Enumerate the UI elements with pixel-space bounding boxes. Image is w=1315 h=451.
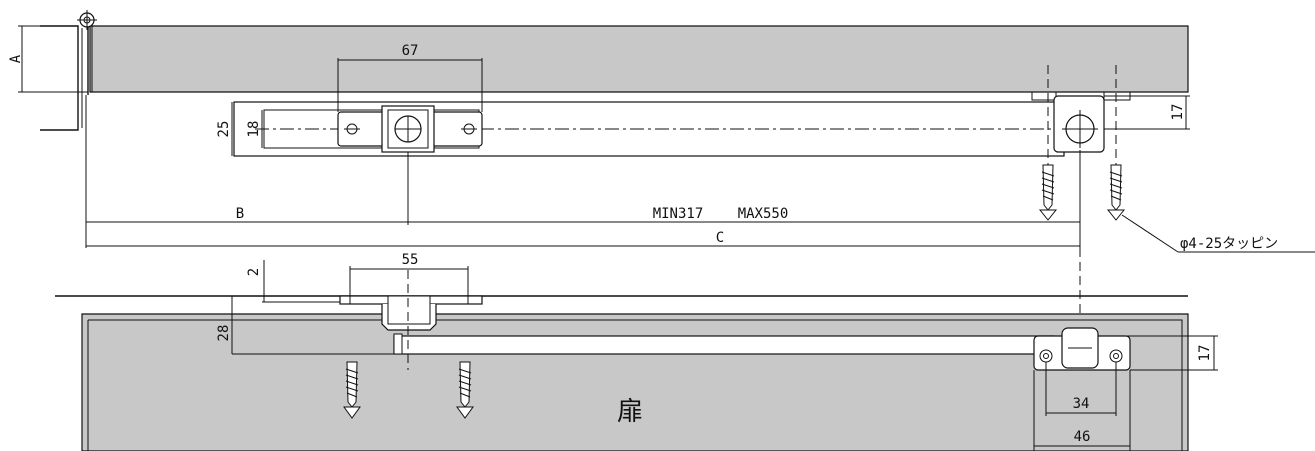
dim-46-label: 46 <box>1074 429 1091 445</box>
dim-a-label: A <box>8 54 24 63</box>
dim-34-label: 34 <box>1073 396 1090 412</box>
screw-icon <box>1106 164 1126 221</box>
bottom-bracket <box>339 295 483 331</box>
screw-spec-label: φ4-25タッピン <box>1180 236 1278 252</box>
right-end-fitting <box>1031 92 1131 153</box>
door-panel <box>81 313 1189 451</box>
dim-min-label: MIN317 <box>653 206 704 222</box>
dim-max-label: MAX550 <box>738 206 789 222</box>
dim-c-label: C <box>716 230 724 246</box>
door-edge-profile <box>40 25 79 131</box>
mounting-bracket <box>337 105 483 153</box>
dim-25-label: 25 <box>216 121 232 138</box>
bottom-view: 扉 2 55 28 <box>55 252 1218 451</box>
door-label: 扉 <box>617 397 643 427</box>
dim-55-label: 55 <box>402 252 419 268</box>
dim-17-top-label: 17 <box>1170 104 1186 121</box>
screw-icon <box>456 361 474 419</box>
dim-28-label: 28 <box>216 325 232 342</box>
dim-b-label: B <box>236 206 244 222</box>
screw-icon <box>1038 164 1058 221</box>
bottom-arm-bar <box>393 335 1055 355</box>
dim-2-label: 2 <box>246 268 262 276</box>
top-view: A 67 25 18 <box>8 10 1315 345</box>
dim-17-bottom-label: 17 <box>1197 345 1213 362</box>
dim-18-label: 18 <box>246 121 262 138</box>
bottom-right-fitting <box>1033 327 1131 371</box>
frame-panel <box>89 25 1189 93</box>
hinge-pivot-icon <box>77 10 97 30</box>
dim-67-label: 67 <box>402 43 419 59</box>
screw-icon <box>343 361 361 419</box>
